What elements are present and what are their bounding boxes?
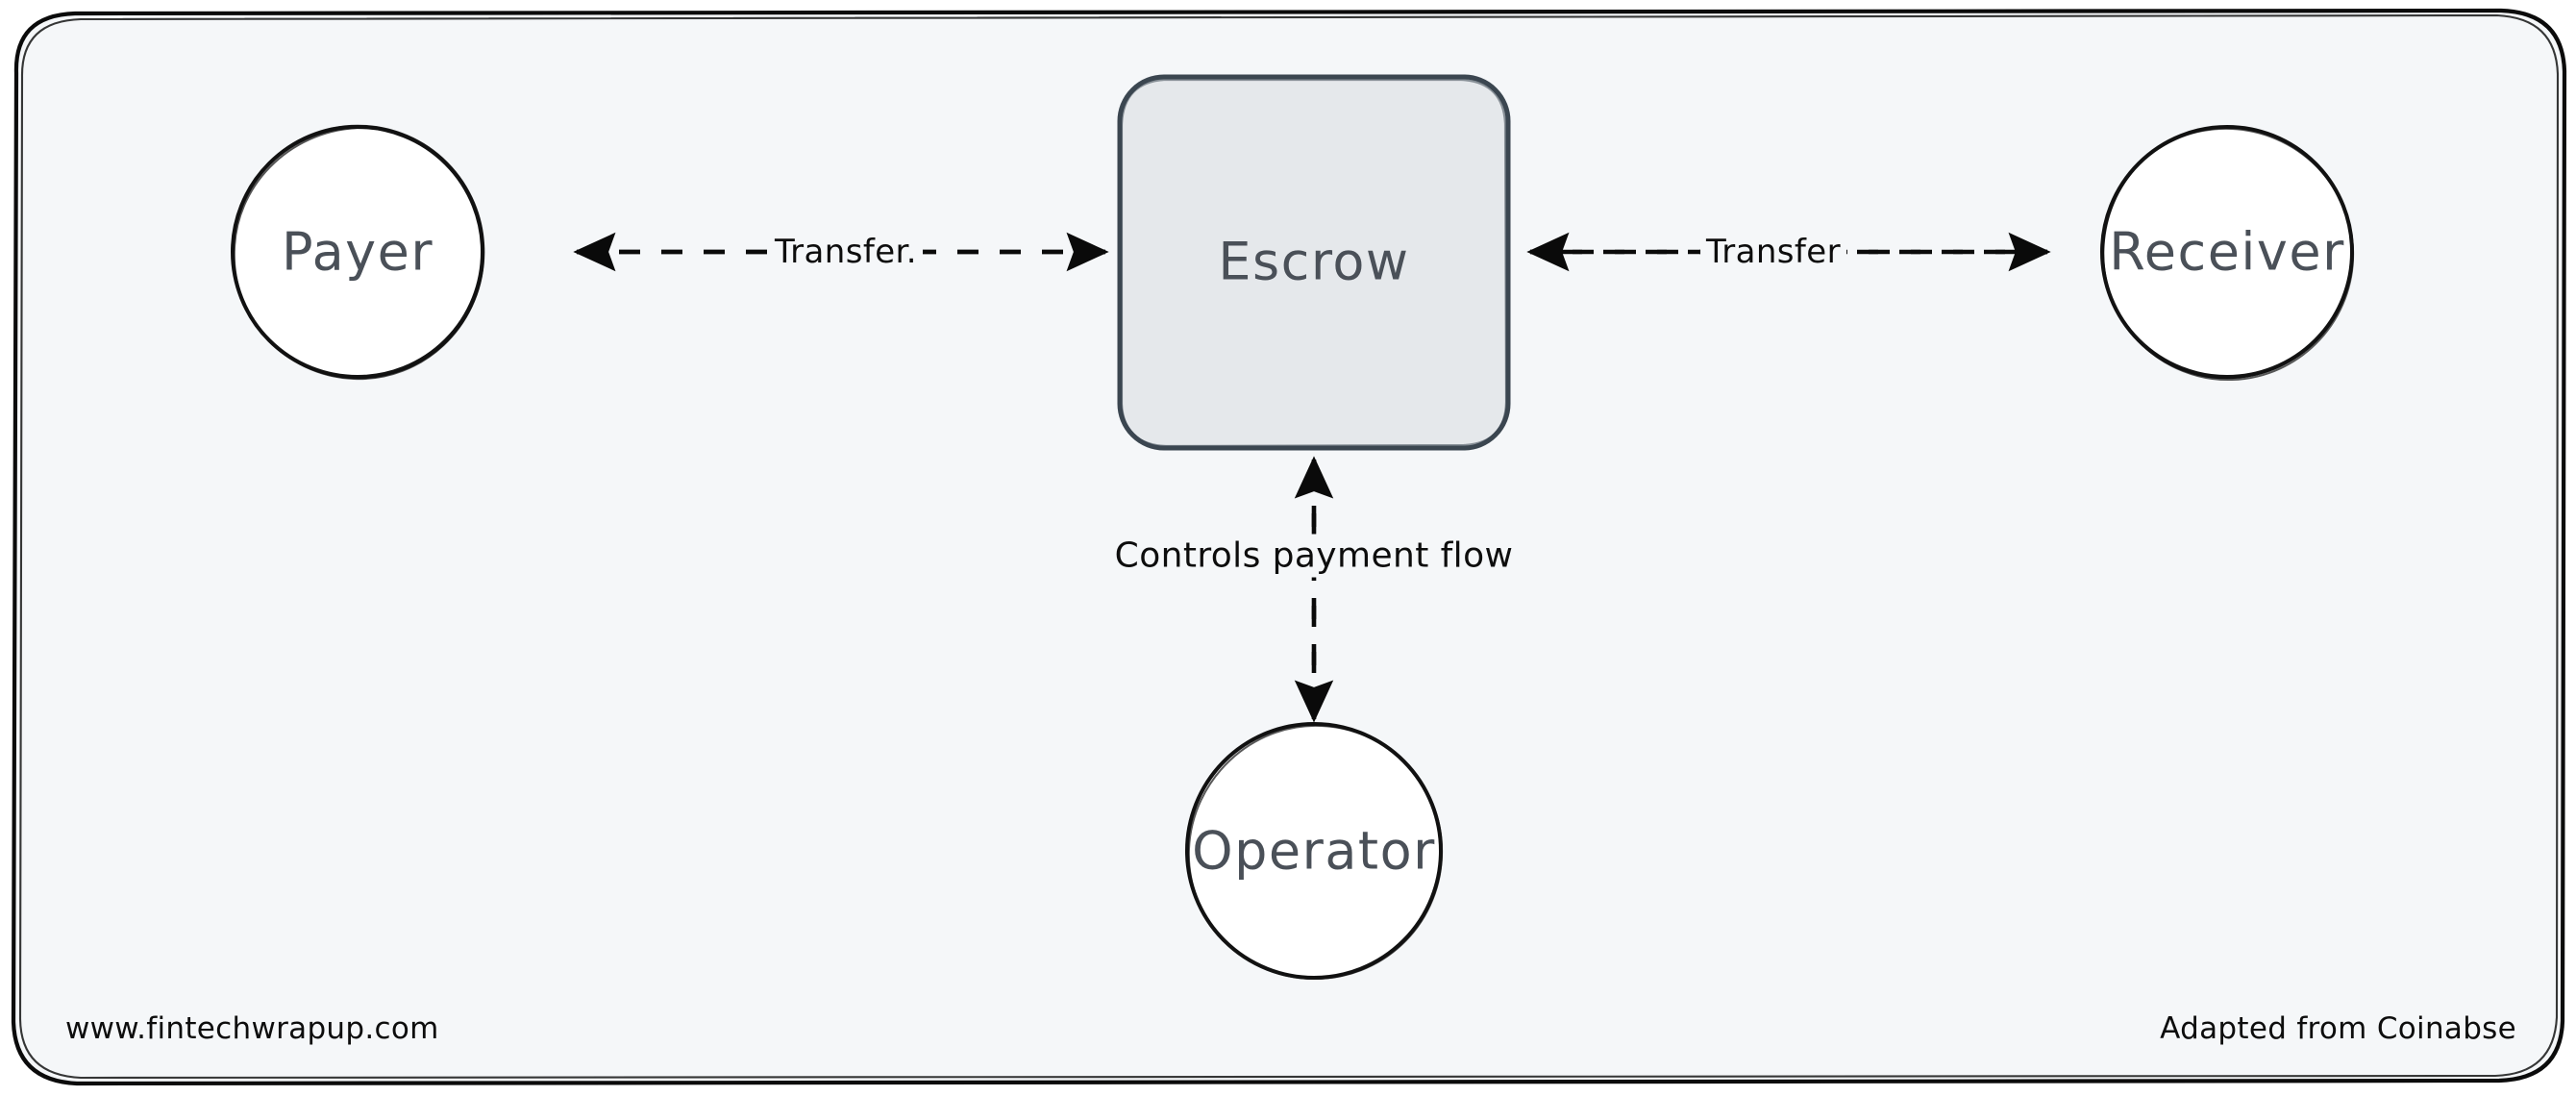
edge-label-payer-escrow: Transfer. bbox=[768, 233, 924, 271]
edge-label-receiver-escrow: Transfer bbox=[1700, 233, 1846, 271]
node-operator-shape[interactable] bbox=[1185, 722, 1444, 981]
edge-label-operator-escrow: Controls payment flow bbox=[1104, 534, 1523, 578]
footer-attribution: Adapted from Coinabse bbox=[2160, 1011, 2516, 1046]
node-label-receiver: Receiver bbox=[2109, 221, 2345, 283]
node-label-payer: Payer bbox=[281, 221, 434, 283]
node-receiver-shape[interactable] bbox=[2100, 125, 2355, 382]
footer-website[interactable]: www.fintechwrapup.com bbox=[65, 1011, 439, 1046]
node-payer-shape[interactable] bbox=[231, 124, 485, 381]
node-label-escrow: Escrow bbox=[1218, 231, 1410, 292]
node-label-operator: Operator bbox=[1192, 820, 1436, 882]
node-escrow-shape[interactable] bbox=[1117, 74, 1511, 451]
